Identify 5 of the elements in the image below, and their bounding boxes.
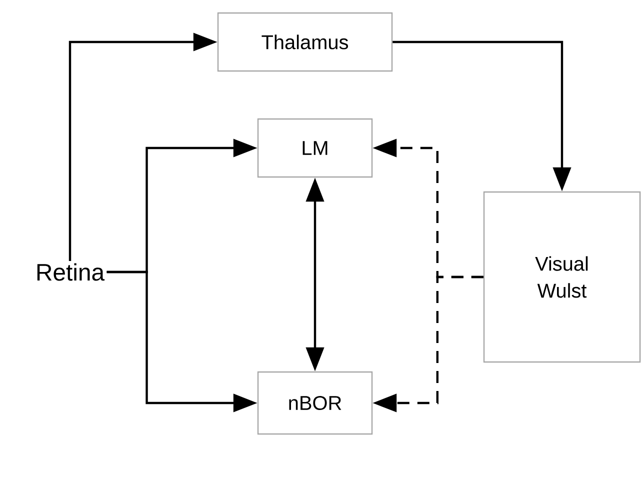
- bare-label: Retina: [37, 263, 105, 281]
- process-box: LM: [257, 118, 373, 178]
- process-box: Thalamus: [217, 12, 393, 72]
- process-box: nBOR: [257, 371, 373, 435]
- process-box: Visual Wulst: [483, 191, 641, 363]
